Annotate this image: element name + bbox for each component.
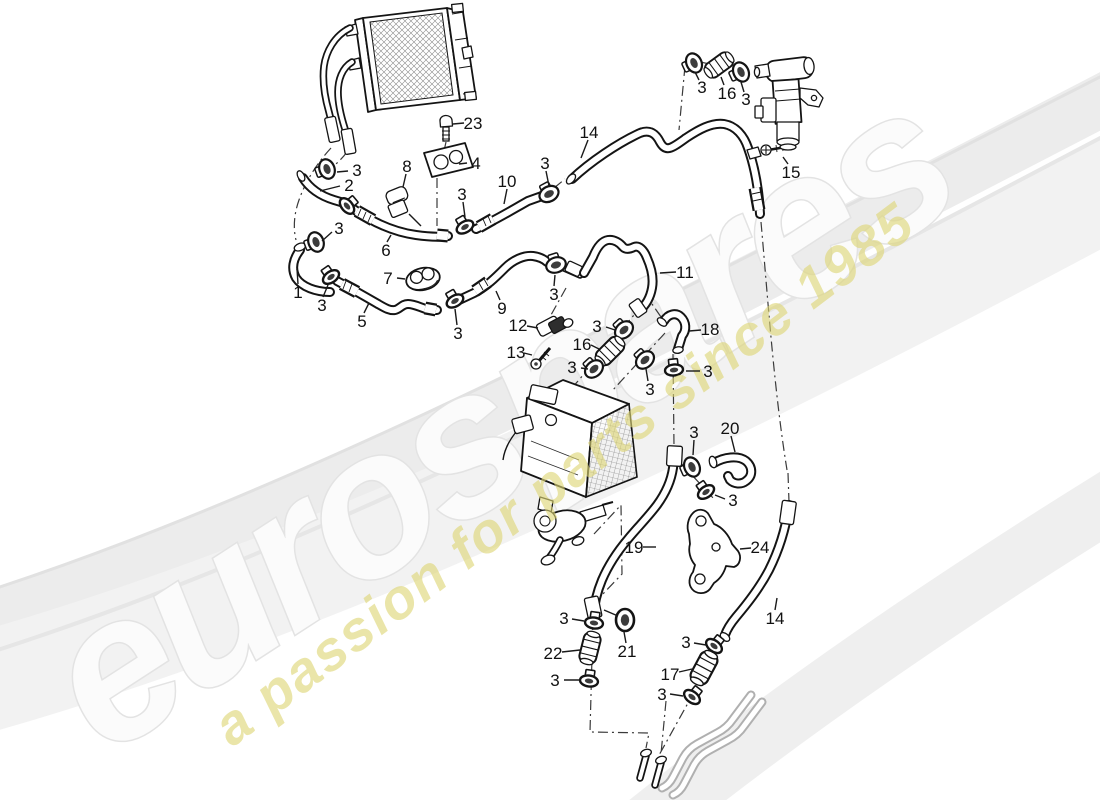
connector-set-top xyxy=(678,48,754,88)
callout-3[interactable]: 3 xyxy=(334,219,343,238)
hose-2 xyxy=(296,170,349,208)
callout-3[interactable]: 3 xyxy=(741,90,750,109)
callout-2[interactable]: 2 xyxy=(344,176,353,195)
grommet-21-link xyxy=(603,609,619,617)
callout-3[interactable]: 3 xyxy=(317,296,326,315)
hose-10 xyxy=(471,191,547,234)
callout-5[interactable]: 5 xyxy=(357,312,366,331)
callout-14[interactable]: 14 xyxy=(580,123,599,142)
callout-3[interactable]: 3 xyxy=(689,423,698,442)
callout-22[interactable]: 22 xyxy=(544,644,563,663)
hose-19 xyxy=(583,445,684,622)
callout-12[interactable]: 12 xyxy=(509,316,528,335)
hose-14-upper xyxy=(565,118,766,219)
part-grommet-21 xyxy=(614,607,636,633)
callout-11[interactable]: 11 xyxy=(676,263,694,282)
callout-3[interactable]: 3 xyxy=(457,185,466,204)
callout-20[interactable]: 20 xyxy=(721,419,740,438)
holder-8-link xyxy=(408,213,422,227)
callout-7[interactable]: 7 xyxy=(383,269,392,288)
callout-3[interactable]: 3 xyxy=(697,78,706,97)
hose-11 xyxy=(560,234,658,318)
callout-leader-lines xyxy=(296,71,789,697)
callout-3[interactable]: 3 xyxy=(681,633,690,652)
background-swoosh xyxy=(0,72,1100,800)
part-holder-8 xyxy=(385,186,409,219)
callout-13[interactable]: 13 xyxy=(507,343,526,362)
callout-10[interactable]: 10 xyxy=(498,172,517,191)
hose-6 xyxy=(347,203,453,243)
callout-9[interactable]: 9 xyxy=(497,299,506,318)
callout-16[interactable]: 16 xyxy=(718,84,737,103)
callout-4[interactable]: 4 xyxy=(471,154,480,173)
callout-19[interactable]: 19 xyxy=(625,538,644,557)
callout-6[interactable]: 6 xyxy=(381,241,390,260)
part-bracket-24 xyxy=(686,508,741,595)
callout-21[interactable]: 21 xyxy=(618,642,637,661)
callout-3[interactable]: 3 xyxy=(550,671,559,690)
callout-15[interactable]: 15 xyxy=(782,163,801,182)
callout-18[interactable]: 18 xyxy=(701,320,720,339)
callout-3[interactable]: 3 xyxy=(540,154,549,173)
hose-14-lower xyxy=(719,499,797,642)
callout-24[interactable]: 24 xyxy=(751,538,770,557)
callout-3[interactable]: 3 xyxy=(549,285,558,304)
callout-14[interactable]: 14 xyxy=(766,609,785,628)
part-bolt-23 xyxy=(439,114,454,142)
hose-5 xyxy=(332,276,442,317)
hose-20 xyxy=(708,452,757,489)
part-elbow-18 xyxy=(656,309,691,354)
part-seal-plate-4 xyxy=(423,142,474,178)
part-grommet-7 xyxy=(405,266,441,292)
hose-clamp xyxy=(678,49,707,79)
callout-17[interactable]: 17 xyxy=(661,665,680,684)
callout-16[interactable]: 16 xyxy=(573,335,592,354)
callout-3[interactable]: 3 xyxy=(645,380,654,399)
callout-3[interactable]: 3 xyxy=(703,362,712,381)
part-sensor-12 xyxy=(535,315,574,337)
circulation-pump xyxy=(533,501,614,566)
auxiliary-heater-unit xyxy=(502,379,638,514)
heat-exchanger xyxy=(319,2,478,156)
changeover-valve xyxy=(753,56,824,151)
callout-labels: 23 4 8 3 2 3 6 10 3 3 14 3 16 3 15 1 3 5… xyxy=(293,78,800,704)
callout-3[interactable]: 3 xyxy=(453,324,462,343)
part-screw-13 xyxy=(530,347,552,370)
callout-3[interactable]: 3 xyxy=(728,491,737,510)
callout-3[interactable]: 3 xyxy=(592,317,601,336)
callout-8[interactable]: 8 xyxy=(402,157,411,176)
hose-9 xyxy=(454,250,552,305)
callout-1[interactable]: 1 xyxy=(293,283,302,302)
callout-3[interactable]: 3 xyxy=(352,161,361,180)
callout-3[interactable]: 3 xyxy=(657,685,666,704)
callout-23[interactable]: 23 xyxy=(464,114,483,133)
callout-3[interactable]: 3 xyxy=(559,609,568,628)
reference-pipes xyxy=(636,690,767,800)
callout-3[interactable]: 3 xyxy=(567,358,576,377)
part-connector-22 xyxy=(576,628,604,668)
